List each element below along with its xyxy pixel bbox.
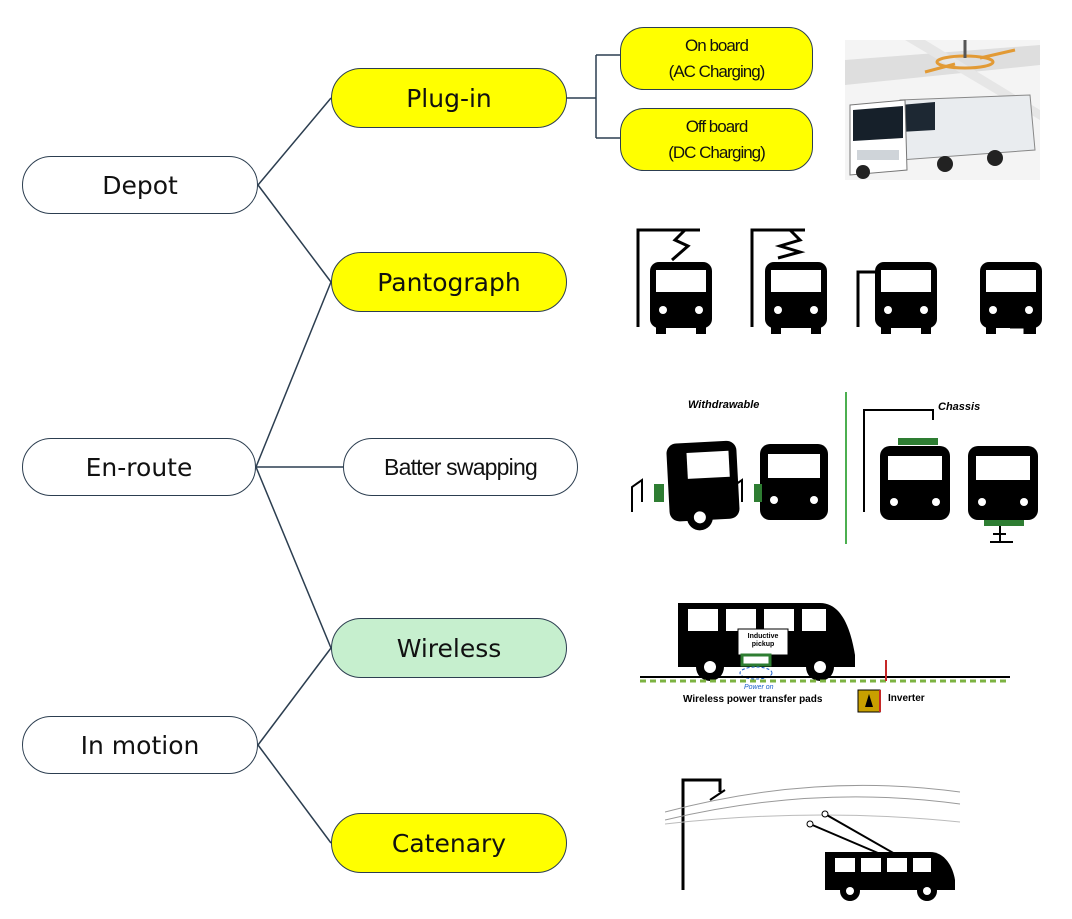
link-inmotion-wireless (257, 647, 332, 746)
offboard-line2: (DC Charging) (668, 142, 766, 162)
wireless-pickup-label: Inductive pickup (739, 633, 787, 649)
chassis-label: Chassis (938, 401, 981, 413)
root-enroute-label: En-route (85, 452, 193, 482)
wireless-illustration: Inductive pickup Power on Wireless power… (640, 595, 1030, 715)
bracket-plugin-children (567, 54, 620, 139)
pickup-line2: pickup (751, 641, 775, 648)
link-depot-pantograph (257, 184, 332, 283)
root-depot: Depot (22, 156, 258, 214)
onboard-line1: On board (685, 35, 749, 55)
onboard-line2: (AC Charging) (668, 61, 766, 81)
method-battery-swapping: Batter swapping (343, 438, 578, 496)
battery-swapping-illustration: Withdrawable Chassis (628, 392, 1053, 547)
catenary-illustration (665, 778, 961, 901)
withdrawable-label: Withdrawable (688, 399, 760, 411)
method-catenary: Catenary (331, 813, 567, 873)
method-battery-label: Batter swapping (384, 453, 538, 480)
plugin-coach-illustration (845, 40, 1040, 180)
wireless-pads-label: Wireless power transfer pads (683, 694, 823, 705)
inverter-label: Inverter (888, 693, 925, 704)
method-pantograph-label: Pantograph (377, 267, 521, 297)
method-catenary-label: Catenary (391, 828, 507, 858)
pickup-line1: Inductive (747, 633, 779, 640)
power-on-label: Power on (744, 684, 774, 691)
root-depot-label: Depot (102, 170, 178, 200)
method-pantograph: Pantograph (331, 252, 567, 312)
link-enroute-wireless (255, 466, 332, 649)
offboard-line1: Off board (685, 116, 749, 136)
pantograph-bus-shapes (650, 262, 1042, 334)
wireless-shapes (640, 603, 1010, 713)
link-inmotion-catenary (257, 744, 332, 844)
method-plugin: Plug-in (331, 68, 567, 128)
plugin-offboard: Off board (DC Charging) (620, 108, 813, 171)
method-wireless-label: Wireless (396, 633, 502, 663)
plugin-onboard: On board (AC Charging) (620, 27, 813, 90)
method-plugin-label: Plug-in (406, 83, 492, 113)
link-depot-plugin (257, 97, 332, 186)
root-inmotion: In motion (22, 716, 258, 774)
battery-swapping-shapes (631, 392, 1038, 544)
link-enroute-pantograph (255, 281, 332, 468)
root-enroute: En-route (22, 438, 256, 496)
root-inmotion-label: In motion (80, 730, 200, 760)
pantograph-illustration (636, 228, 1042, 334)
method-wireless: Wireless (331, 618, 567, 678)
